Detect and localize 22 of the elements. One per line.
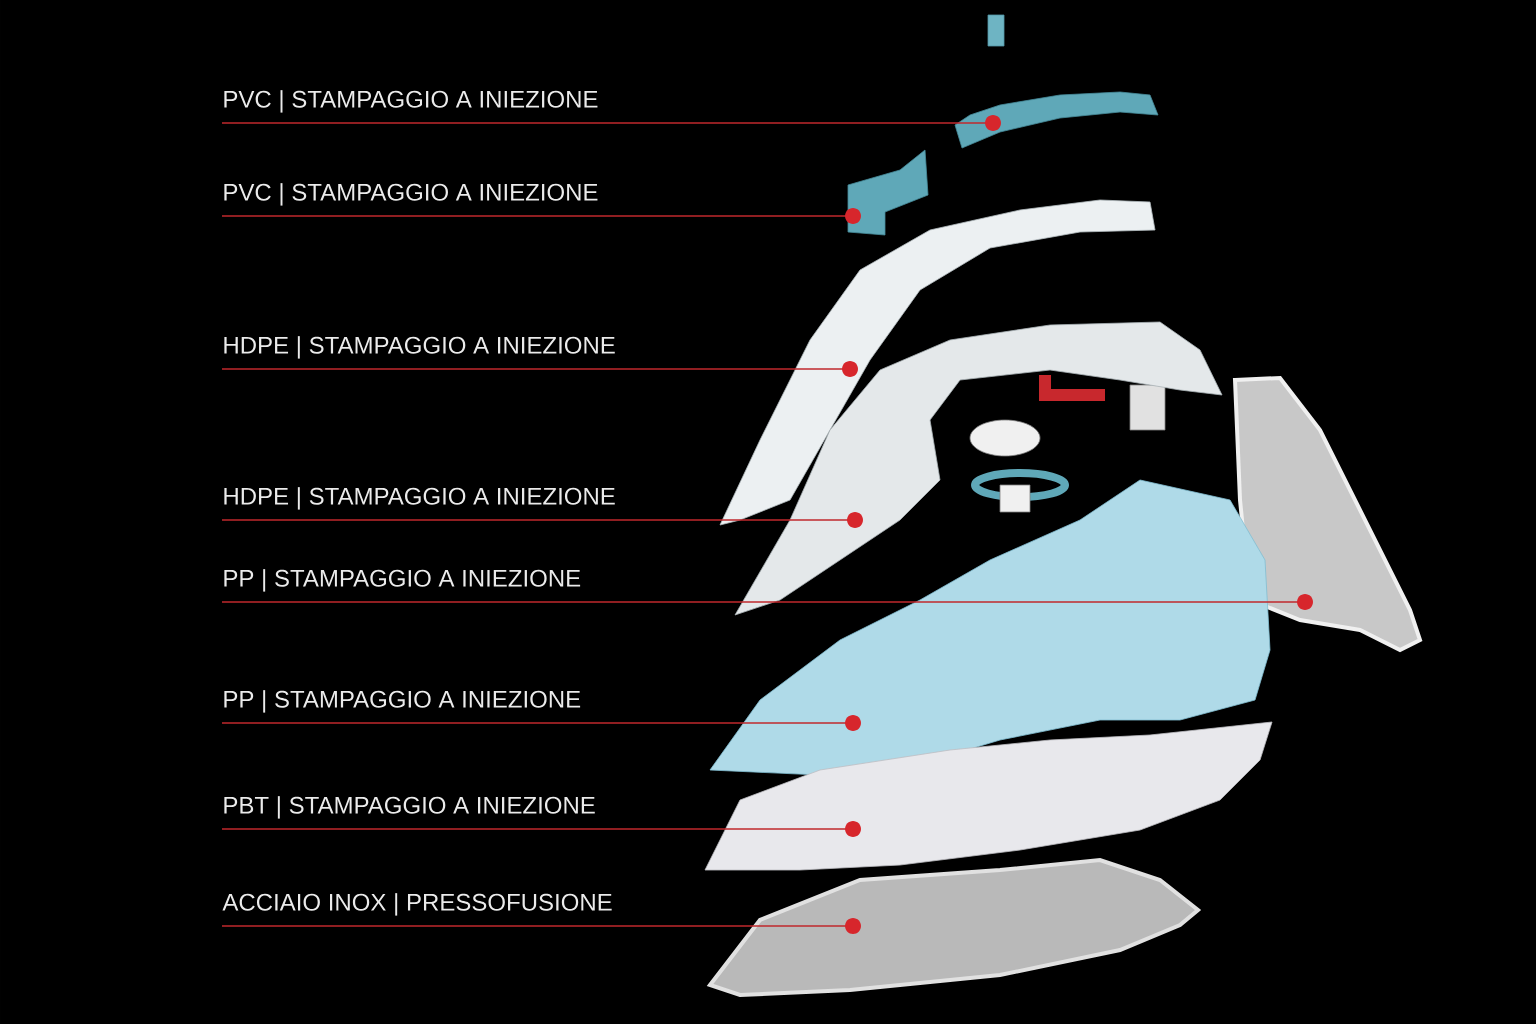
material-label: HDPE | STAMPAGGIO A INIEZIONE — [224, 487, 615, 510]
leader-line — [221, 512, 863, 528]
leader-line — [221, 821, 861, 837]
material-label: ACCIAIO INOX | PRESSOFUSIONE — [222, 893, 612, 916]
material-label: PVC | STAMPAGGIO A INIEZIONE — [224, 90, 598, 113]
leader-line — [221, 115, 1001, 131]
iron-part — [954, 91, 1159, 149]
material-label: PVC | STAMPAGGIO A INIEZIONE — [224, 183, 598, 206]
leader-line — [221, 918, 861, 934]
iron-part — [847, 149, 929, 236]
iron-part — [704, 721, 1273, 871]
material-label: PBT | STAMPAGGIO A INIEZIONE — [224, 796, 595, 819]
material-label: PP | STAMPAGGIO A INIEZIONE — [224, 569, 581, 592]
iron-part — [709, 479, 1271, 776]
leader-line — [221, 208, 861, 224]
leader-line — [221, 715, 861, 731]
iron-part — [734, 321, 1223, 616]
iron-part — [719, 199, 1156, 526]
material-label: PP | STAMPAGGIO A INIEZIONE — [224, 690, 581, 713]
material-label: HDPE | STAMPAGGIO A INIEZIONE — [224, 336, 615, 359]
leader-line — [221, 594, 1313, 610]
leader-line — [221, 361, 858, 377]
